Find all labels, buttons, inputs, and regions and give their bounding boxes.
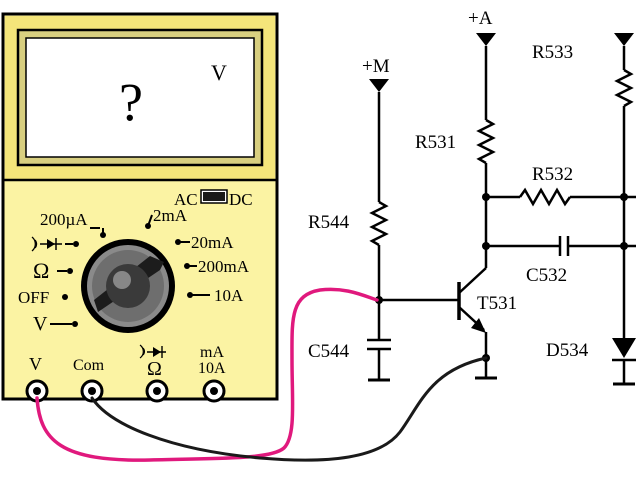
jack-ma-label: mA bbox=[200, 344, 224, 361]
jack-com[interactable] bbox=[80, 379, 104, 403]
jack-10a-label: 10A bbox=[198, 360, 226, 377]
label-plus-m: +M bbox=[362, 56, 390, 77]
transistor-t531-emitter-arrow bbox=[471, 318, 486, 333]
diode-d534 bbox=[612, 338, 636, 358]
display-unit: V bbox=[211, 60, 227, 85]
resistor-r532 bbox=[518, 187, 572, 207]
label-plus-a: +A bbox=[468, 8, 493, 29]
range-2ma-label: 2mA bbox=[153, 206, 188, 225]
diode-range-icon bbox=[31, 236, 79, 252]
jack-com-label: Com bbox=[73, 357, 105, 374]
supply-a-arrow bbox=[476, 33, 496, 46]
label-c532: C532 bbox=[526, 265, 567, 286]
resistor-r531 bbox=[476, 118, 496, 165]
circuit bbox=[367, 33, 636, 386]
multimeter: ? V AC DC 200µA 2mA 20mA 200mA 10A bbox=[1, 12, 279, 403]
jack-ohm-diode-icon bbox=[139, 344, 166, 359]
range-v-label: V bbox=[33, 313, 48, 335]
resistor-r533 bbox=[614, 68, 634, 108]
probe-wire-red[interactable] bbox=[35, 287, 379, 462]
range-20ma-label: 20mA bbox=[191, 233, 234, 252]
label-c544: C544 bbox=[308, 341, 350, 362]
range-ohm-label: Ω bbox=[33, 258, 49, 283]
jack-v-label: V bbox=[29, 354, 42, 374]
jack-ohm[interactable] bbox=[145, 379, 169, 403]
circuit-labels: +A +M R533 R531 R532 R544 C532 T531 C544… bbox=[308, 8, 589, 362]
range-200ma-label: 200mA bbox=[198, 257, 250, 276]
ac-label: AC bbox=[174, 190, 198, 209]
resistor-r544 bbox=[369, 200, 389, 247]
label-d534: D534 bbox=[546, 340, 589, 361]
probe-wire-black[interactable] bbox=[90, 356, 488, 462]
jack-ohm-label: Ω bbox=[147, 358, 162, 380]
label-t531: T531 bbox=[477, 293, 517, 314]
display-value: ? bbox=[119, 72, 143, 132]
label-r532: R532 bbox=[532, 164, 573, 185]
display-screen bbox=[25, 37, 255, 158]
label-r533: R533 bbox=[532, 42, 573, 63]
supply-m-arrow bbox=[369, 79, 389, 92]
range-200ua-label: 200µA bbox=[40, 210, 88, 229]
dc-label: DC bbox=[229, 190, 253, 209]
label-r531: R531 bbox=[415, 132, 456, 153]
range-selector-knob[interactable] bbox=[81, 239, 175, 333]
jack-ma[interactable] bbox=[202, 379, 226, 403]
label-r544: R544 bbox=[308, 212, 350, 233]
supply-r533-arrow bbox=[614, 33, 634, 46]
range-10a-label: 10A bbox=[214, 286, 244, 305]
range-off-label: OFF bbox=[18, 288, 49, 307]
